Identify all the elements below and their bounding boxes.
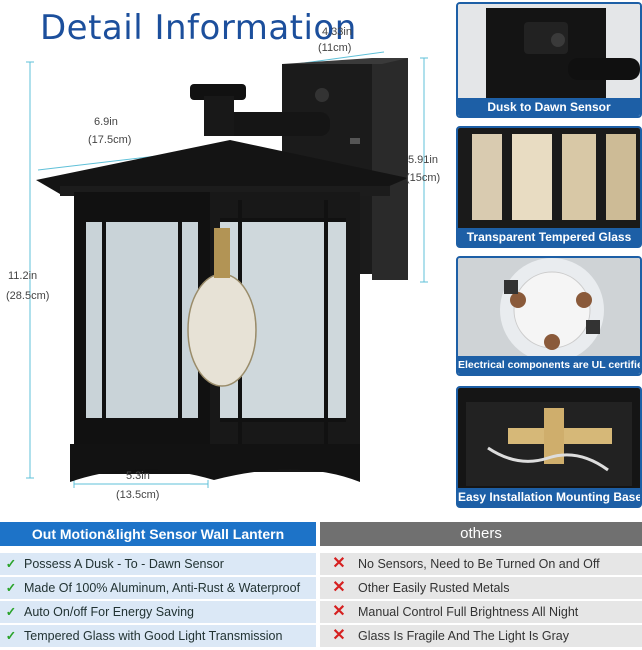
lantern-illustration — [26, 51, 428, 488]
comparison-row-product: ✓Made Of 100% Aluminum, Anti-Rust & Wate… — [0, 577, 316, 599]
cross-icon: ✕ — [332, 555, 346, 572]
feature-caption: Transparent Tempered Glass — [458, 228, 640, 246]
cross-icon: ✕ — [332, 603, 346, 620]
comparison-row-others: ✕Manual Control Full Brightness All Nigh… — [320, 601, 642, 623]
feature-caption: Electrical components are UL certified — [458, 356, 640, 374]
comparison-row-others: ✕No Sensors, Need to Be Turned On and Of… — [320, 553, 642, 593]
feature-panel-mount: Easy Installation Mounting Base — [456, 386, 642, 508]
comparison-row-product: ✓Tempered Glass with Good Light Transmis… — [0, 625, 316, 647]
check-icon: ✓ — [5, 605, 17, 619]
sensor-closeup-icon — [458, 4, 640, 116]
comparison-header-others: others — [320, 522, 642, 546]
comparison-header-product: Out Motion&light Sensor Wall Lantern — [0, 522, 316, 546]
socket-closeup-icon — [458, 258, 640, 374]
feature-panel-sensor: Dusk to Dawn Sensor — [456, 2, 642, 118]
check-icon: ✓ — [5, 629, 17, 643]
base-width-in: 5.3in — [126, 470, 150, 482]
page-title: Detail Information — [40, 8, 357, 48]
height-total-cm: (28.5cm) — [6, 290, 50, 302]
height-total-in: 11.2in — [8, 270, 38, 282]
backplate-height-in: 5.91in — [408, 154, 438, 166]
feature-caption: Dusk to Dawn Sensor — [458, 98, 640, 116]
feature-panel-glass: Transparent Tempered Glass — [456, 126, 642, 248]
comparison-row-others: ✕Other Easily Rusted Metals — [320, 577, 642, 599]
roof-width-in: 6.9in — [94, 116, 118, 128]
comparison-row-product: ✓Possess A Dusk - To - Dawn Sensor — [0, 553, 316, 575]
top-width-cm: (11cm) — [318, 42, 352, 54]
roof-width-cm: (17.5cm) — [88, 134, 132, 146]
cross-icon: ✕ — [332, 579, 346, 596]
base-width-cm: (13.5cm) — [116, 489, 160, 501]
feature-caption: Easy Installation Mounting Base — [458, 488, 640, 506]
top-width-in: 4.33in — [322, 26, 352, 38]
feature-panel-socket: Electrical components are UL certified — [456, 256, 642, 376]
backplate-height-cm: (15cm) — [406, 172, 441, 184]
comparison-row-product: ✓Auto On/off For Energy Saving — [0, 601, 316, 623]
mounting-base-closeup-icon — [458, 388, 640, 506]
glass-closeup-icon — [458, 128, 640, 246]
comparison-row-others: ✕Glass Is Fragile And The Light Is Gray — [320, 625, 642, 647]
cross-icon: ✕ — [332, 627, 346, 644]
check-icon: ✓ — [5, 557, 17, 571]
check-icon: ✓ — [5, 581, 17, 595]
